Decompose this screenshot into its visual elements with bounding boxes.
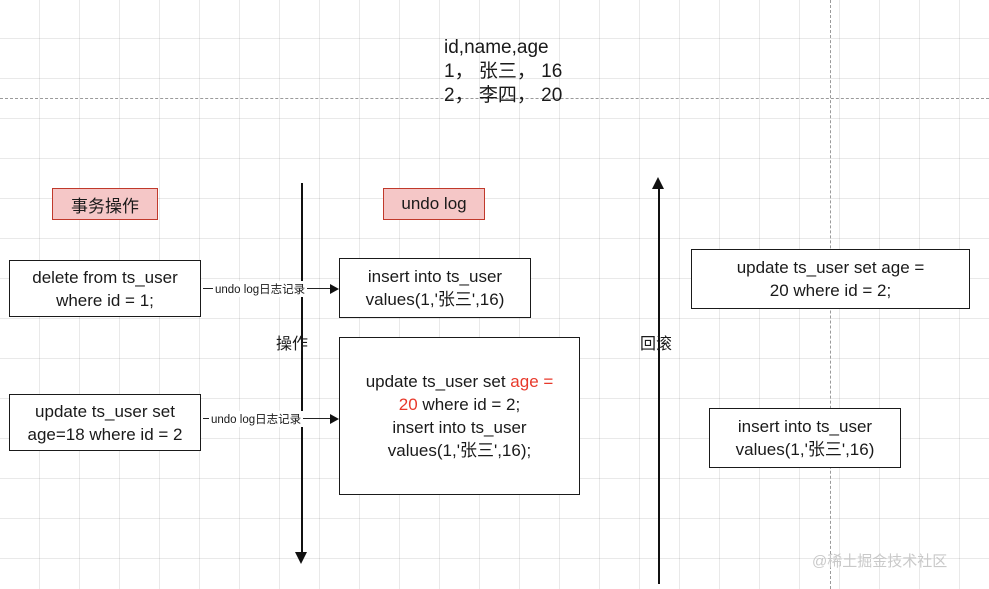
rollback-axis-label: 回滚 — [640, 336, 673, 353]
box-rollback-update: update ts_user set age = 20 where id = 2… — [691, 249, 970, 309]
box-rollback-insert-text: insert into ts_user values(1,'张三',16) — [735, 417, 875, 459]
box-rollback-update-text: update ts_user set age = 20 where id = 2… — [736, 258, 925, 300]
operation-axis-line — [301, 183, 303, 557]
rollback-axis-arrowhead-icon — [652, 177, 664, 189]
table-data-line-3: 2， 李四， 20 — [444, 85, 563, 106]
flow-arrow-update-label: undo log日志记录 — [209, 411, 304, 427]
box-undo-update: update ts_user set age = 20 where id = 2… — [339, 337, 580, 495]
undo-update-highlight-value: 20 — [398, 395, 418, 414]
box-transaction-delete-text: delete from ts_user where id = 1; — [32, 267, 178, 310]
table-data-line-1: id,name,age — [444, 37, 549, 58]
tag-transaction-operation: 事务操作 — [52, 188, 158, 220]
tag-undo-log-label: undo log — [401, 194, 467, 213]
undo-update-segment-1: update ts_user set — [365, 372, 511, 391]
box-rollback-insert: insert into ts_user values(1,'张三',16) — [709, 408, 901, 468]
tag-undo-log: undo log — [383, 188, 485, 220]
tag-transaction-operation-label: 事务操作 — [71, 196, 139, 216]
rollback-axis-line — [658, 189, 660, 584]
operation-axis-label: 操作 — [276, 336, 309, 353]
box-transaction-update: update ts_user set age=18 where id = 2 — [9, 394, 201, 451]
guide-line-horizontal — [0, 98, 989, 99]
flow-arrow-delete-head-icon — [330, 284, 339, 294]
box-undo-update-text: update ts_user set age = 20 where id = 2… — [366, 370, 554, 462]
operation-axis-arrowhead-icon — [295, 552, 307, 564]
undo-update-segment-3: insert into ts_user values(1,'张三',16); — [387, 418, 532, 460]
watermark: @稀土掘金技术社区 — [812, 553, 948, 570]
table-data-line-2: 1， 张三， 16 — [444, 61, 563, 82]
undo-update-segment-2: where id = 2; — [417, 395, 521, 414]
undo-update-highlight-age: age = — [510, 372, 554, 391]
box-transaction-delete: delete from ts_user where id = 1; — [9, 260, 201, 317]
table-data-header: id,name,age 1， 张三， 16 2， 李四， 20 — [444, 36, 562, 108]
box-transaction-update-text: update ts_user set age=18 where id = 2 — [27, 401, 183, 444]
flow-arrow-update-head-icon — [330, 414, 339, 424]
box-undo-insert: insert into ts_user values(1,'张三',16) — [339, 258, 531, 318]
box-undo-insert-text: insert into ts_user values(1,'张三',16) — [365, 267, 505, 309]
flow-arrow-delete-label: undo log日志记录 — [213, 281, 308, 297]
